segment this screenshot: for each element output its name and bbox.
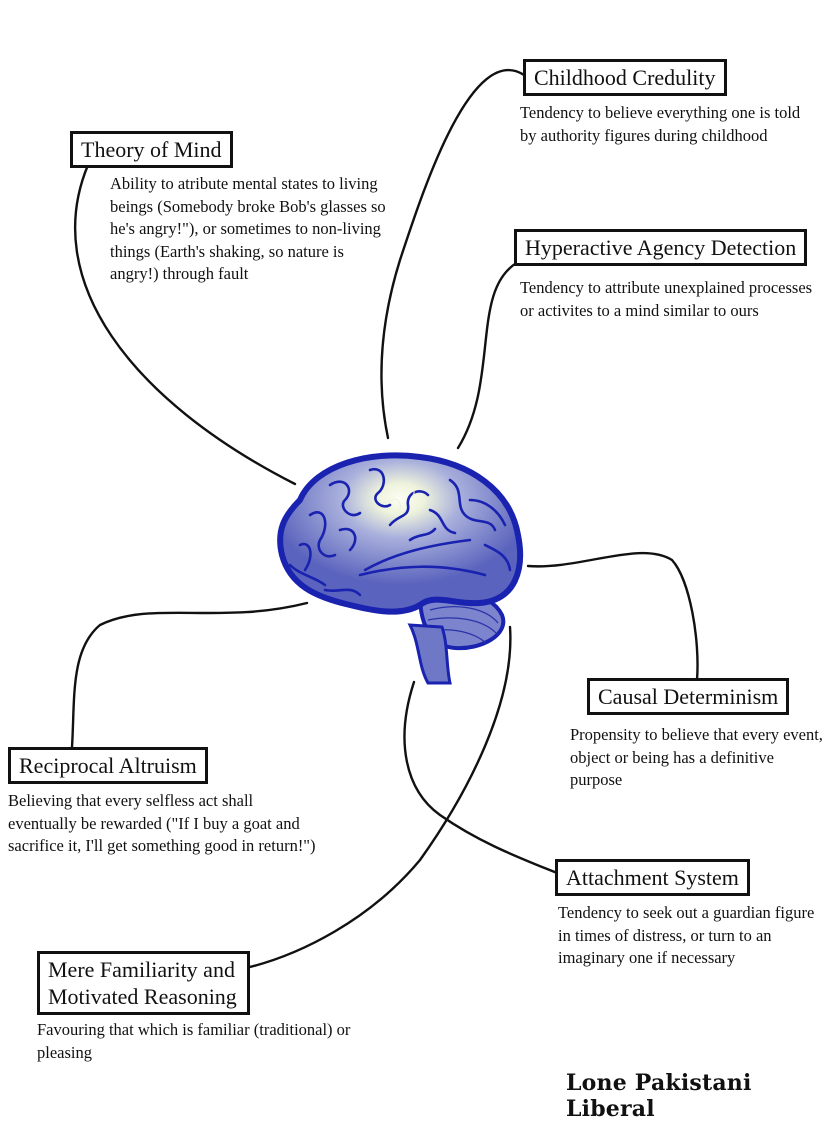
connector-attachment-system [403, 680, 559, 875]
node-reciprocal-altruism-title: Reciprocal Altruism [8, 747, 208, 784]
node-reciprocal-altruism-description: Believing that every selfless act shall … [8, 791, 316, 855]
node-mere-familiarity-title: Mere Familiarity and Motivated Reasoning [37, 951, 250, 1015]
node-childhood-credulity-title: Childhood Credulity [523, 59, 727, 96]
author-credit: Lone Pakistani Liberal [566, 1070, 752, 1122]
connector-mere-familiarity [244, 625, 512, 970]
brain-stem [407, 623, 452, 685]
connector-reciprocal-altruism [70, 601, 309, 749]
connector-hyperactive-agency [456, 260, 520, 450]
node-attachment-system-description: Tendency to seek out a guardian figure i… [558, 903, 815, 967]
node-theory-of-mind-description: Ability to atribute mental states to liv… [110, 174, 386, 283]
connector-theory-of-mind [73, 163, 297, 486]
node-causal-determinism-title: Causal Determinism [587, 678, 790, 715]
node-hyperactive-agency-detection-description: Tendency to attribute unexplained proces… [520, 278, 813, 320]
brain-cerebrum [277, 452, 524, 615]
connector-causal-determinism [526, 551, 699, 682]
node-hyperactive-agency-detection-title: Hyperactive Agency Detection [514, 229, 808, 266]
connector-childhood-credulity [380, 68, 526, 440]
node-causal-determinism-description: Propensity to believe that every event, … [570, 725, 823, 789]
node-childhood-credulity-description: Tendency to believe everything one is to… [520, 103, 801, 145]
node-attachment-system-title: Attachment System [555, 859, 750, 896]
node-theory-of-mind-title: Theory of Mind [70, 131, 233, 168]
brain-illustration [277, 452, 524, 685]
node-mere-familiarity-description: Favouring that which is familiar (tradit… [37, 1020, 351, 1062]
